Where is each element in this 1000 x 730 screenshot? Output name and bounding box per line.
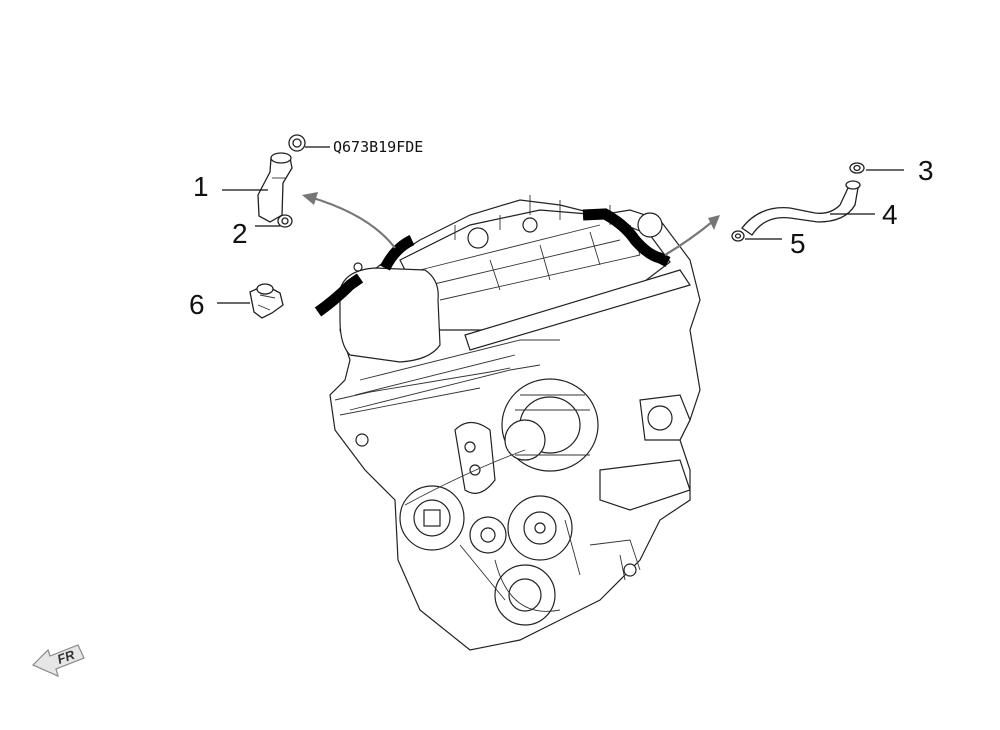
callout-1: 1 (193, 171, 209, 202)
part-5-hose-clamp (731, 230, 745, 242)
part-1-upper-hose (257, 152, 293, 223)
part-code-label: Q673B19FDE (333, 138, 423, 156)
part-4-lower-hose (741, 180, 861, 236)
installed-hose-top-left (380, 235, 415, 271)
front-label: FR (55, 647, 77, 667)
part-3-hose-clamp (849, 162, 865, 174)
callout-6: 6 (189, 289, 205, 320)
callout-3: 3 (918, 155, 934, 186)
installed-hose-left (314, 273, 364, 317)
crank-pulley (399, 485, 465, 551)
alternator (501, 378, 599, 472)
callout-5: 5 (790, 228, 806, 259)
installed-hose-top-right (582, 208, 671, 267)
arrow-to-part-4 (664, 221, 713, 256)
front-arrow-icon (31, 644, 85, 678)
engine-assembly (329, 195, 701, 651)
arrow-head-left (302, 192, 318, 205)
callout-4: 4 (882, 199, 898, 230)
install-arrows (302, 192, 720, 256)
part-6-hose-connector (249, 283, 284, 319)
callout-2: 2 (232, 218, 248, 249)
installed-hoses (314, 208, 671, 317)
part-code-clamp (288, 134, 330, 152)
arrow-to-part-1 (309, 195, 396, 249)
part-2-hose-clamp (277, 214, 293, 228)
front-direction-indicator: FR (31, 644, 85, 678)
arrow-head-right (708, 215, 720, 230)
